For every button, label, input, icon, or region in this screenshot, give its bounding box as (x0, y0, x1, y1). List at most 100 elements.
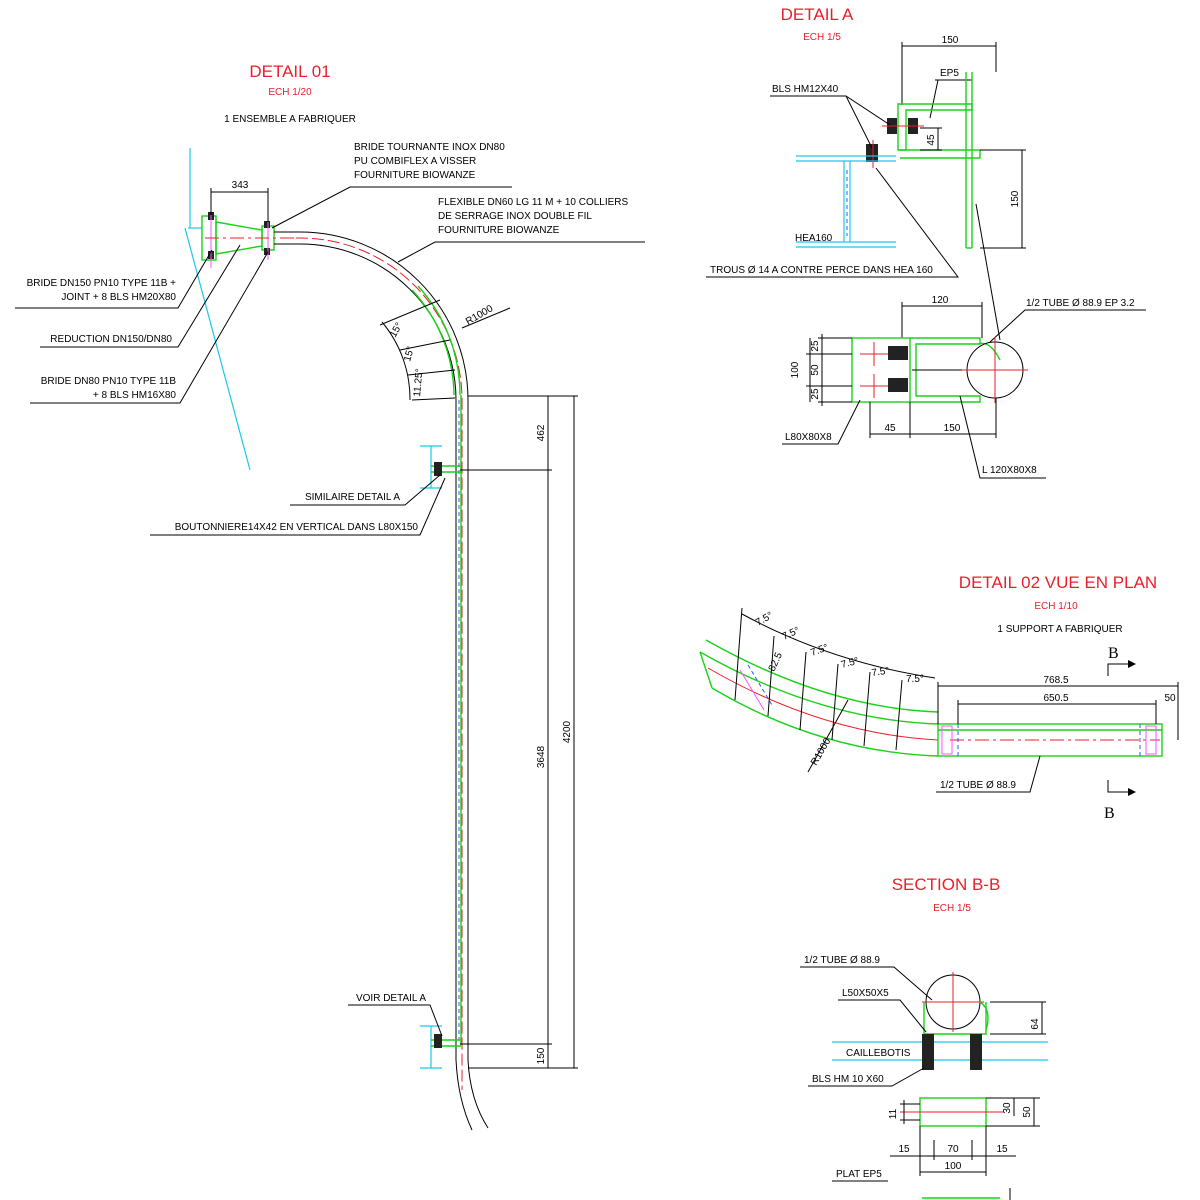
bolt-section-2 (970, 1034, 982, 1070)
upper-bracket (420, 445, 461, 489)
bolt-plan-1 (888, 346, 908, 360)
dim-150-top: 150 (942, 35, 959, 46)
note-bride-tournante-1: BRIDE TOURNANTE INOX DN80 (354, 142, 505, 153)
label-tube-889-plan: 1/2 TUBE Ø 88.9 (940, 780, 1016, 791)
dim-15-b: 15 (996, 1144, 1008, 1155)
label-tube-889-section: 1/2 TUBE Ø 88.9 (804, 955, 880, 966)
label-bls-hm10x60: BLS HM 10 X60 (812, 1074, 884, 1085)
label-plat-ep5: PLAT EP5 (836, 1169, 882, 1180)
note-flexible-3: FOURNITURE BIOWANZE (438, 225, 560, 236)
section-mark-top: B (1108, 645, 1119, 662)
dim-50-plan: 50 (1164, 693, 1176, 704)
leader-reduction (40, 244, 241, 348)
label-tube-889-ep32: 1/2 TUBE Ø 88.9 EP 3.2 (1026, 298, 1135, 309)
bolt-3 (866, 144, 878, 162)
note-bride-dn80-2: + 8 BLS HM16X80 (93, 390, 177, 401)
angle-divisions (734, 607, 903, 751)
dim-45: 45 (884, 423, 896, 434)
label-l80x80x8: L80X80X8 (785, 432, 832, 443)
dim-82-5: 82.5 (767, 651, 785, 674)
label-ep5: EP5 (940, 68, 959, 79)
leader-similaire (290, 474, 441, 506)
note-flexible-2: DE SERRAGE INOX DOUBLE FIL (438, 211, 592, 222)
bend-support-green (411, 289, 455, 396)
bolt-section-1 (922, 1034, 934, 1070)
note-flexible-1: FLEXIBLE DN60 LG 11 M + 10 COLLIERS (438, 197, 629, 208)
dim-25-b: 25 (810, 388, 821, 400)
cyan-construction-line (184, 227, 251, 471)
note-bride-tournante-3: FOURNITURE BIOWANZE (354, 170, 476, 181)
dim-30: 30 (1002, 1102, 1013, 1114)
dim-120: 120 (932, 295, 949, 306)
dim-150: 150 (536, 1047, 547, 1064)
detail-02-scale: ECH 1/10 (1034, 601, 1078, 612)
dim-343: 343 (232, 180, 249, 191)
angle-l50-section (923, 1002, 987, 1035)
leader-flexible (397, 241, 645, 263)
angle-7-5-4: 7.5° (840, 656, 860, 671)
curve-outer-1 (699, 651, 939, 725)
dim-100-section: 100 (945, 1161, 962, 1172)
dim-50: 50 (810, 364, 821, 376)
angle-7-5-5: 7.5° (871, 666, 890, 679)
dim-64: 64 (1030, 1018, 1041, 1030)
note-voir-detail-a: VOIR DETAIL A (356, 993, 426, 1004)
detail-02-title: DETAIL 02 VUE EN PLAN (959, 573, 1157, 592)
angle-arc (381, 321, 411, 401)
note-bride-dn80-1: BRIDE DN80 PN10 TYPE 11B (41, 376, 177, 387)
label-trous: TROUS Ø 14 A CONTRE PERCE DANS HEA 160 (710, 265, 933, 276)
detail-02: DETAIL 02 VUE EN PLAN ECH 1/10 1 SUPPORT… (699, 573, 1179, 822)
hea160-beam (796, 155, 896, 248)
detail-a-scale: ECH 1/5 (803, 32, 841, 43)
dim-11: 11 (888, 1108, 899, 1119)
detail-01-quantity: 1 ENSEMBLE A FABRIQUER (224, 114, 356, 125)
curve-inner (711, 687, 939, 757)
straight-tube (937, 723, 1163, 757)
angle-11-25: 11.25° (412, 368, 425, 397)
dim-70: 70 (947, 1144, 959, 1155)
detail-a: DETAIL A ECH 1/5 150 EP5 45 150 (706, 5, 1146, 479)
angle-7-5-3: 7.5° (809, 642, 830, 658)
end-plate-left (941, 724, 959, 756)
bolt-plan-2 (888, 378, 908, 392)
detail-01-scale: ECH 1/20 (268, 87, 312, 98)
section-bb-title: SECTION B-B (892, 875, 1001, 894)
detail-01: DETAIL 01 ECH 1/20 1 ENSEMBLE A FABRIQUE… (15, 62, 645, 1131)
detail-01-title: DETAIL 01 (249, 62, 330, 81)
dim-650-5: 650.5 (1043, 693, 1068, 704)
section-bb-scale: ECH 1/5 (933, 903, 971, 914)
dim-15-a: 15 (898, 1144, 910, 1155)
angle-l80-plan (851, 337, 911, 403)
label-caillebotis: CAILLEBOTIS (846, 1048, 911, 1059)
leader-voir (348, 1004, 443, 1037)
label-l120x80x8: L 120X80X8 (982, 465, 1037, 476)
section-b-b: SECTION B-B ECH 1/5 64 1/2 TUBE Ø 88.9 L… (800, 875, 1048, 1200)
flange-dn150 (201, 205, 217, 268)
dim-150-vertical: 150 (1010, 190, 1021, 207)
dim-462: 462 (536, 424, 547, 441)
note-bride-dn150-2: JOINT + 8 BLS HM20X80 (61, 292, 176, 303)
note-bride-tournante-2: PU COMBIFLEX A VISSER (354, 156, 476, 167)
angle-7-5-6: 7.5° (906, 674, 924, 685)
lower-bracket (420, 1025, 461, 1069)
hose-outer (274, 231, 489, 1129)
leader-bride-dn150 (15, 249, 213, 309)
note-reduction: REDUCTION DN150/DN80 (50, 334, 172, 345)
dim-3648: 3648 (536, 745, 547, 768)
dim-25-a: 25 (810, 340, 821, 352)
detail-a-title: DETAIL A (781, 5, 854, 24)
dim-150-bottom: 150 (944, 423, 961, 434)
leader-bride-dn80 (30, 251, 269, 404)
note-bride-dn150-1: BRIDE DN150 PN10 TYPE 11B + (27, 278, 177, 289)
leader-bride-tournante (271, 186, 512, 229)
label-bls-hm12x40: BLS HM12X40 (772, 84, 839, 95)
detail-02-quantity: 1 SUPPORT A FABRIQUER (997, 624, 1122, 635)
angle-7-5-2: 7.5° (781, 625, 802, 643)
end-plate-right (1139, 724, 1157, 756)
label-l50x50x5: L50X50X5 (842, 988, 889, 999)
radius-r1000: R1000 (464, 303, 495, 327)
dim-768-5: 768.5 (1043, 675, 1068, 686)
section-mark-bottom: B (1104, 805, 1115, 822)
